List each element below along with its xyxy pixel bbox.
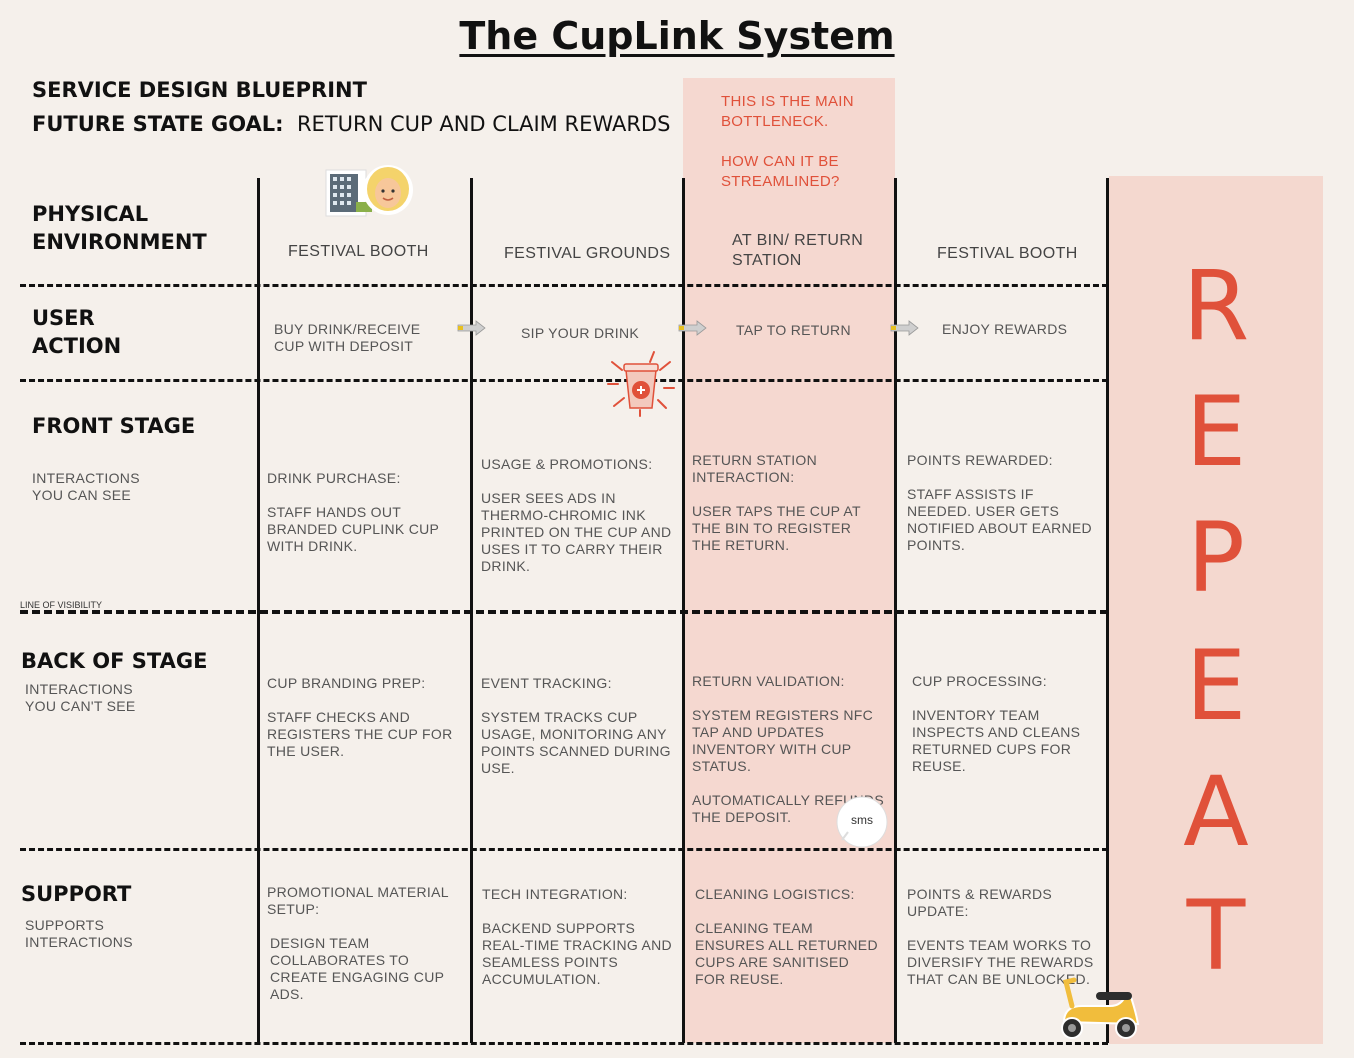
cell-body: AUTOMATICALLY REFUNDS THE DEPOSIT.: [692, 792, 884, 825]
support-cell: PROMOTIONAL MATERIAL SETUP: DESIGN TEAM C…: [267, 884, 457, 1020]
row-divider: [20, 379, 1108, 382]
physical-cell: FESTIVAL BOOTH: [288, 243, 429, 260]
bottleneck-highlight-column: [683, 78, 895, 1043]
line-of-visibility-divider: [20, 610, 1108, 614]
cell-title: TECH INTEGRATION:: [482, 886, 628, 902]
cell-body: STAFF ASSISTS IF NEEDED. USER GETS NOTIF…: [907, 486, 1092, 553]
support-cell: TECH INTEGRATION: BACKEND SUPPORTS REAL-T…: [482, 886, 674, 1005]
page-title: The CupLink System: [459, 14, 895, 58]
cell-title: CUP PROCESSING:: [912, 673, 1047, 689]
booth-staff-icon: [325, 165, 413, 217]
bottleneck-note-line1: THIS IS THE MAIN BOTTLENECK.: [721, 93, 854, 130]
user-action-cell: ENJOY REWARDS: [942, 321, 1068, 337]
cell-title: POINTS REWARDED:: [907, 452, 1053, 468]
row-sublabel-front-stage: INTERACTIONS YOU CAN SEE: [32, 470, 140, 503]
cell-title: POINTS & REWARDS UPDATE:: [907, 886, 1053, 919]
broken-cup-icon: [607, 351, 675, 417]
front-stage-cell: USAGE & PROMOTIONS: USER SEES ADS IN THER…: [481, 456, 673, 592]
sms-bubble-icon: [836, 796, 888, 848]
cell-title: USAGE & PROMOTIONS:: [481, 456, 653, 472]
row-sublabel-support: SUPPORTS INTERACTIONS: [25, 917, 133, 950]
repeat-letter: T: [1186, 880, 1246, 992]
back-stage-cell: RETURN VALIDATION: SYSTEM REGISTERS NFC T…: [692, 673, 884, 843]
cell-body: INVENTORY TEAM INSPECTS AND CLEANS RETUR…: [912, 707, 1081, 774]
physical-cell: AT BIN/ RETURN STATION: [732, 232, 864, 269]
row-label-front-stage: FRONT STAGE: [32, 414, 196, 438]
scooter-icon: [1061, 977, 1140, 1039]
cell-body: STAFF HANDS OUT BRANDED CUPLINK CUP WITH…: [267, 504, 439, 554]
repeat-column: [1109, 176, 1323, 1044]
cell-body: SYSTEM REGISTERS NFC TAP AND UPDATES INV…: [692, 707, 874, 774]
repeat-letter: A: [1183, 756, 1249, 868]
row-label-back-stage: BACK OF STAGE: [21, 649, 208, 673]
cell-body: USER SEES ADS IN THERMO-CHROMIC INK PRIN…: [481, 490, 672, 574]
cell-title: CUP BRANDING PREP:: [267, 675, 426, 691]
user-action-cell: BUY DRINK/RECEIVE CUP WITH DEPOSIT: [274, 321, 421, 354]
cell-body: USER TAPS THE CUP AT THE BIN TO REGISTER…: [692, 503, 861, 553]
arrow-right-icon: [678, 320, 707, 336]
row-divider: [20, 1042, 1108, 1045]
back-stage-cell: EVENT TRACKING: SYSTEM TRACKS CUP USAGE, …: [481, 675, 676, 794]
row-sublabel-back-stage: INTERACTIONS YOU CAN'T SEE: [25, 681, 136, 714]
front-stage-cell: DRINK PURCHASE: STAFF HANDS OUT BRANDED C…: [267, 470, 459, 572]
cell-title: EVENT TRACKING:: [481, 675, 612, 691]
row-divider: [20, 848, 1108, 851]
bottleneck-note-line2: HOW CAN IT BE STREAMLINED?: [721, 153, 840, 190]
cell-body: SYSTEM TRACKS CUP USAGE, MONITORING ANY …: [481, 709, 671, 776]
support-cell: POINTS & REWARDS UPDATE: EVENTS TEAM WORK…: [907, 886, 1102, 1005]
repeat-letter: E: [1185, 376, 1247, 488]
user-action-cell: SIP YOUR DRINK: [521, 325, 640, 341]
cell-title: RETURN VALIDATION:: [692, 673, 845, 689]
physical-cell: FESTIVAL GROUNDS: [504, 245, 671, 262]
row-divider: [20, 284, 1108, 287]
repeat-letter: P: [1187, 502, 1245, 614]
row-label-user-action: USER ACTION: [32, 306, 122, 358]
line-of-visibility-label: LINE OF VISIBILITY: [20, 600, 103, 610]
front-stage-cell: RETURN STATION INTERACTION: USER TAPS THE…: [692, 452, 882, 571]
row-label-support: SUPPORT: [21, 882, 132, 906]
cell-title: PROMOTIONAL MATERIAL SETUP:: [267, 884, 449, 917]
cell-body: EVENTS TEAM WORKS TO DIVERSIFY THE REWAR…: [907, 937, 1094, 987]
blueprint-heading: SERVICE DESIGN BLUEPRINT: [32, 78, 367, 102]
support-cell: CLEANING LOGISTICS: CLEANING TEAM ENSURES…: [695, 886, 880, 1005]
cell-title: RETURN STATION INTERACTION:: [692, 452, 818, 485]
cell-title: CLEANING LOGISTICS:: [695, 886, 855, 902]
sms-label: sms: [851, 813, 873, 827]
row-label-physical: PHYSICAL ENVIRONMENT: [32, 202, 207, 254]
goal-text: RETURN CUP AND CLAIM REWARDS: [296, 112, 671, 136]
back-stage-cell: CUP BRANDING PREP: STAFF CHECKS AND REGIS…: [267, 675, 462, 777]
bottleneck-note: THIS IS THE MAIN BOTTLENECK. HOW CAN IT …: [721, 92, 891, 212]
cell-title: DRINK PURCHASE:: [267, 470, 401, 486]
physical-cell: FESTIVAL BOOTH: [937, 245, 1078, 262]
cell-body: STAFF CHECKS AND REGISTERS THE CUP FOR T…: [267, 709, 453, 759]
front-stage-cell: POINTS REWARDED: STAFF ASSISTS IF NEEDED.…: [907, 452, 1099, 571]
arrow-right-icon: [890, 320, 919, 336]
arrow-right-icon: [457, 320, 486, 336]
cell-body: CLEANING TEAM ENSURES ALL RETURNED CUPS …: [695, 920, 878, 987]
cell-body: DESIGN TEAM COLLABORATES TO CREATE ENGAG…: [270, 935, 444, 1002]
repeat-letter: R: [1182, 250, 1250, 362]
cell-body: BACKEND SUPPORTS REAL-TIME TRACKING AND …: [482, 920, 672, 987]
goal-label: FUTURE STATE GOAL:: [32, 112, 284, 136]
future-state-goal: FUTURE STATE GOAL: RETURN CUP AND CLAIM …: [32, 112, 670, 136]
repeat-letter: E: [1185, 630, 1247, 742]
user-action-cell: TAP TO RETURN: [736, 322, 851, 338]
back-stage-cell: CUP PROCESSING: INVENTORY TEAM INSPECTS A…: [912, 673, 1102, 792]
